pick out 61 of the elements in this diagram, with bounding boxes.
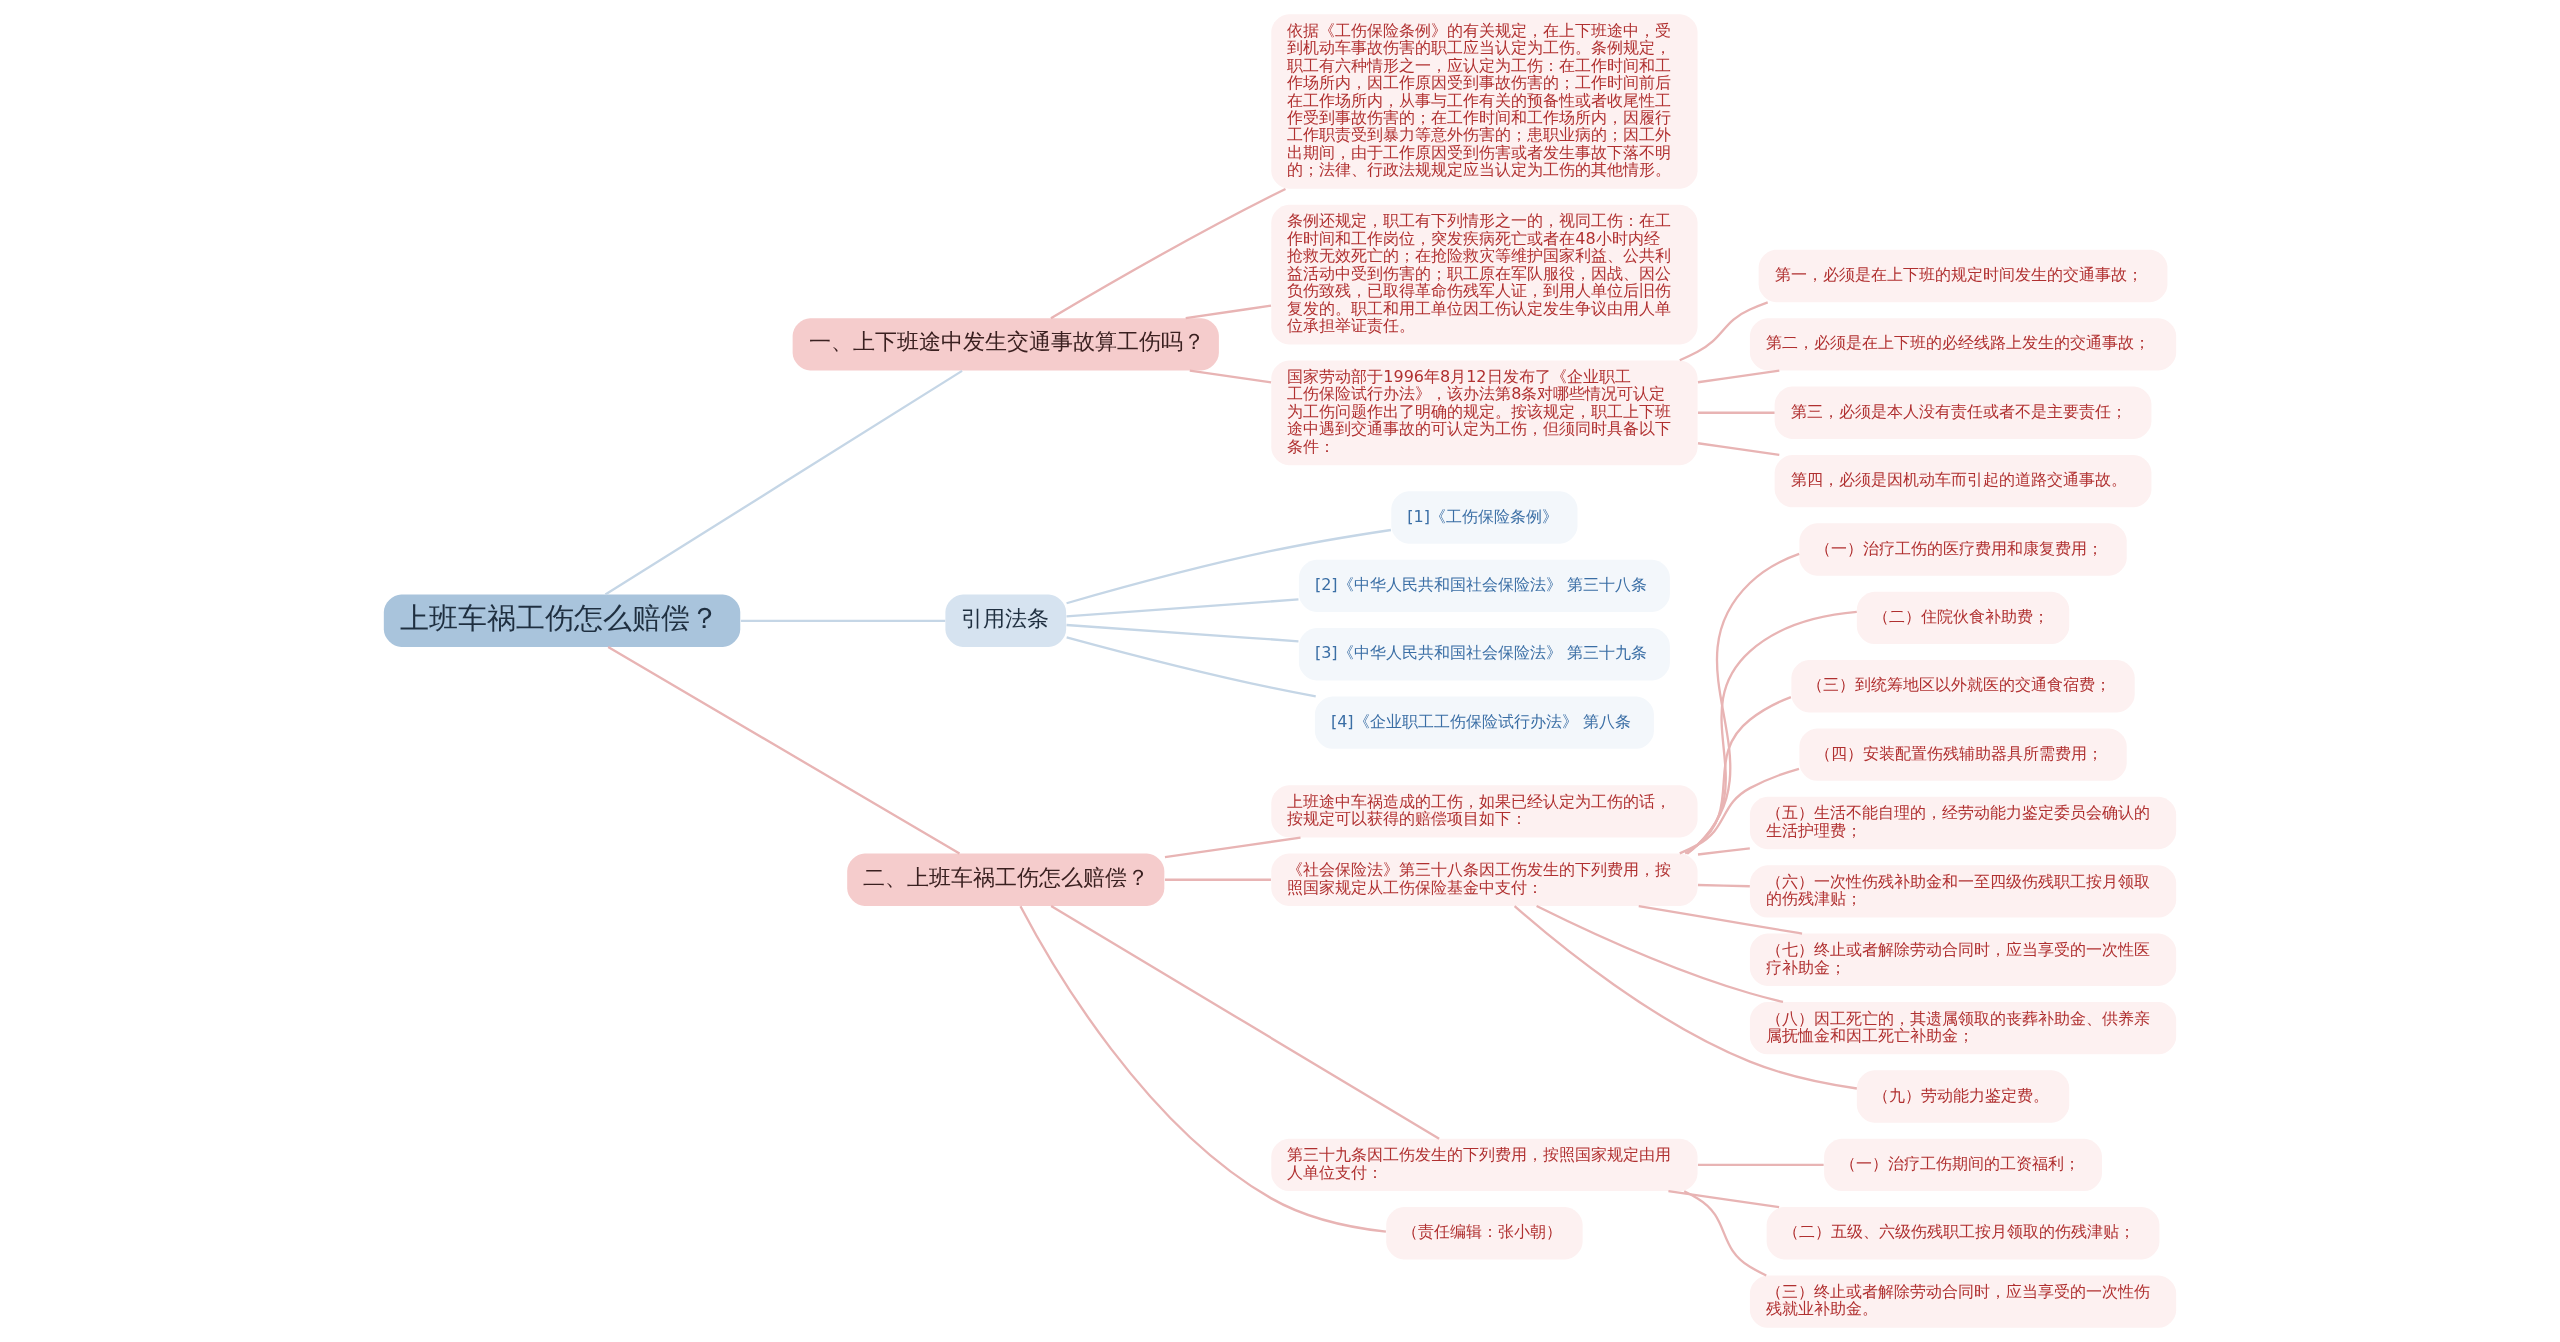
node-box: 第四，必须是因机动车而引起的道路交通事故。 — [1774, 454, 2152, 508]
connector — [1536, 904, 1784, 1004]
node-box: [3]《中华人民共和国社会保险法》 第三十九条 — [1298, 628, 1670, 681]
node-box: 二、上班车祸工伤怎么赔偿？ — [847, 853, 1165, 906]
node-box: （八）因工死亡的，其遗属领取的丧葬补助金、供养亲属抚恤金和因工死亡补助金； — [1749, 1002, 2177, 1055]
connector — [1698, 411, 1775, 414]
node-box: 第三，必须是本人没有责任或者不是主要责任； — [1774, 386, 2152, 439]
node-box: （七）终止或者解除劳动合同时，应当享受的一次性医疗补助金； — [1749, 933, 2177, 986]
connector — [1679, 301, 1769, 362]
node-box: （一）治疗工伤的医疗费用和康复费用； — [1799, 523, 2127, 576]
node-box: （五）生活不能自理的，经劳动能力鉴定委员会确认的生活护理费； — [1749, 796, 2177, 850]
connector — [1164, 836, 1301, 859]
node-box: 一、上下班途中发生交通事故算工伤吗？ — [792, 318, 1219, 371]
connector — [1697, 847, 1750, 856]
node-box: 条例还规定，职工有下列情形之一的，视同工伤：在工作时间和工作岗位，突发疾病死亡或者在48小时内经抢救无效死亡的；在抢险救灾等维护国家利益、公共利益活动中受到伤害的；职工原在军队服役，因战、因公负伤致残，已取得革命伤残军人证，到用人单位后旧伤复发的。职工和用工单位因工伤认定发生争议由用人单位承担举证责任。 — [1271, 204, 1698, 345]
connector — [740, 619, 946, 622]
connector — [1686, 552, 1800, 855]
connector — [1189, 369, 1272, 384]
node-box: （责任编辑：张小朝） — [1386, 1207, 1583, 1260]
connector — [1684, 696, 1792, 855]
connector — [607, 646, 961, 855]
connector — [1066, 636, 1316, 698]
node-box: 第一，必须是在上下班的规定时间发生的交通事故； — [1758, 249, 2168, 303]
node-box: 上班车祸工伤怎么赔偿？ — [383, 594, 741, 647]
connector — [1668, 1190, 1780, 1209]
node-box: 引用法条 — [945, 594, 1067, 647]
node-box: （三）到统筹地区以外就医的交通食宿费； — [1791, 660, 2135, 713]
connector — [1683, 1190, 1767, 1277]
node-box: 第二，必须是在上下班的必经线路上发生的交通事故； — [1749, 318, 2177, 371]
node-box: （二）五级、六级伤残职工按月领取的伤残津贴； — [1766, 1207, 2160, 1260]
connector — [1066, 623, 1299, 643]
node-box: （四）安装配置伤残辅助器具所需费用； — [1799, 728, 2127, 781]
connector — [604, 369, 963, 596]
node-box: 第三十九条因工伤发生的下列费用，按照国家规定由用人单位支付： — [1271, 1138, 1698, 1192]
node-box: （九）劳动能力鉴定费。 — [1856, 1070, 2070, 1123]
node-box: 国家劳动部于1996年8月12日发布了《企业职工工伤保险试行办法》，该办法第8条对哪些情况可认定为工伤问题作出了明确的规定。按该规定，职工上下班途中遇到交通事故的可认定为工伤，但须同时具备以下条件： — [1271, 360, 1698, 466]
connector — [1679, 767, 1800, 855]
node-box: （三）终止或者解除劳动合同时，应当享受的一次性伤残就业补助金。 — [1749, 1275, 2177, 1328]
connector — [1697, 883, 1750, 888]
node-box: [2]《中华人民共和国社会保险法》 第三十八条 — [1298, 559, 1670, 613]
node-box: （六）一次性伤残补助金和一至四级伤残职工按月领取的伤残津贴； — [1749, 865, 2177, 918]
node-box: [1]《工伤保险条例》 — [1391, 491, 1578, 544]
connector — [1698, 1163, 1824, 1167]
connector — [1686, 610, 1857, 855]
connector — [1185, 304, 1272, 320]
node-box: （二）住院伙食补助费； — [1856, 591, 2070, 645]
connector — [1050, 187, 1286, 320]
node-box: （一）治疗工伤期间的工资福利； — [1824, 1138, 2102, 1192]
connector — [1066, 598, 1299, 618]
connector — [1513, 905, 1857, 1090]
node-box: 《社会保险法》第三十八条因工伤发生的下列费用，按照国家规定从工伤保险基金中支付： — [1271, 853, 1698, 906]
node-box: 上班途中车祸造成的工伤，如果已经认定为工伤的话，按规定可以获得的赔偿项目如下： — [1271, 785, 1698, 838]
node-box: 依据《工伤保险条例》的有关规定，在上下班途中，受到机动车事故伤害的职工应当认定为工伤。条例规定，职工有六种情形之一，应认定为工伤：在工作时间和工作场所内，因工作原因受到事故伤害的；工作时间前后在工作场所内，从事与工作有关的预备性或者收尾性工作受到事故伤害的；在工作时间和工作场所内，因履行工作职责受到暴力等意外伤害的；患职业病的；因工外出期间，由于工作原因受到伤害或者发生事故下落不明的；法律、行政法规规定应当认定为工伤的其他情形。 — [1271, 14, 1698, 189]
connector — [1050, 905, 1440, 1140]
connector — [1697, 442, 1780, 457]
connector — [1164, 878, 1271, 881]
connector — [1019, 905, 1387, 1233]
connector — [1697, 369, 1780, 384]
connector — [1638, 904, 1803, 935]
connector — [1066, 528, 1392, 605]
node-box: [4]《企业职工工伤保险试行办法》 第八条 — [1314, 696, 1654, 749]
